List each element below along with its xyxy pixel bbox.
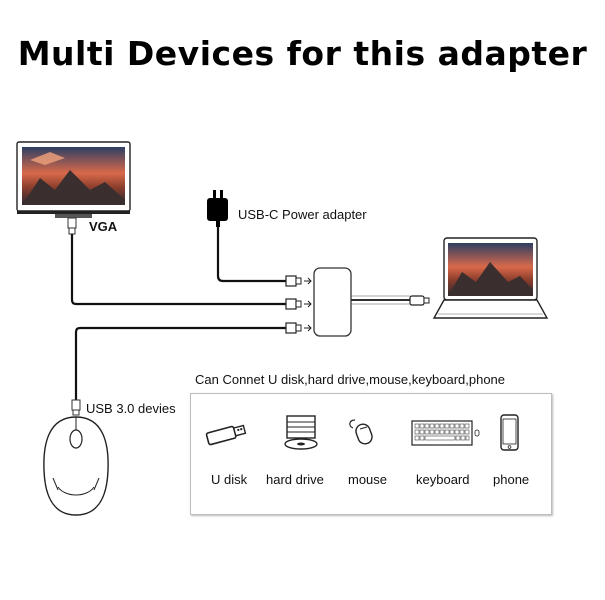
- power-adapter-icon: [207, 190, 228, 227]
- devices-panel: U disk hard drive mouse keyboard phone: [190, 393, 552, 515]
- device-label-keyboard: keyboard: [416, 472, 470, 487]
- device-label-hard-drive: hard drive: [266, 472, 324, 487]
- hard-drive-icon: [284, 415, 318, 450]
- monitor-icon: [16, 141, 131, 218]
- cables: [70, 227, 410, 400]
- vga-label: VGA: [89, 219, 118, 234]
- keyboard-icon: [411, 420, 480, 446]
- hub-plugs: [285, 275, 312, 334]
- can-connect-label: Can Connet U disk,hard drive,mouse,keybo…: [195, 372, 506, 387]
- mouse-device-icon: [43, 416, 109, 516]
- device-label-udisk: U disk: [211, 472, 248, 487]
- usb3-plug-icon: [71, 399, 81, 416]
- phone-icon: [500, 414, 519, 451]
- usb3-label: USB 3.0 devies: [86, 401, 176, 416]
- device-label-mouse: mouse: [348, 472, 388, 487]
- usb-flash-drive-icon: [205, 424, 247, 446]
- device-label-phone: phone: [493, 472, 530, 487]
- usb-c-hub-icon: [313, 267, 430, 337]
- page-title: Multi Devices for this adapter: [17, 34, 588, 73]
- mouse-icon: [349, 419, 373, 445]
- vga-plug-icon: [67, 217, 77, 235]
- laptop-icon: [432, 237, 549, 319]
- usbc-power-label: USB-C Power adapter: [238, 207, 367, 222]
